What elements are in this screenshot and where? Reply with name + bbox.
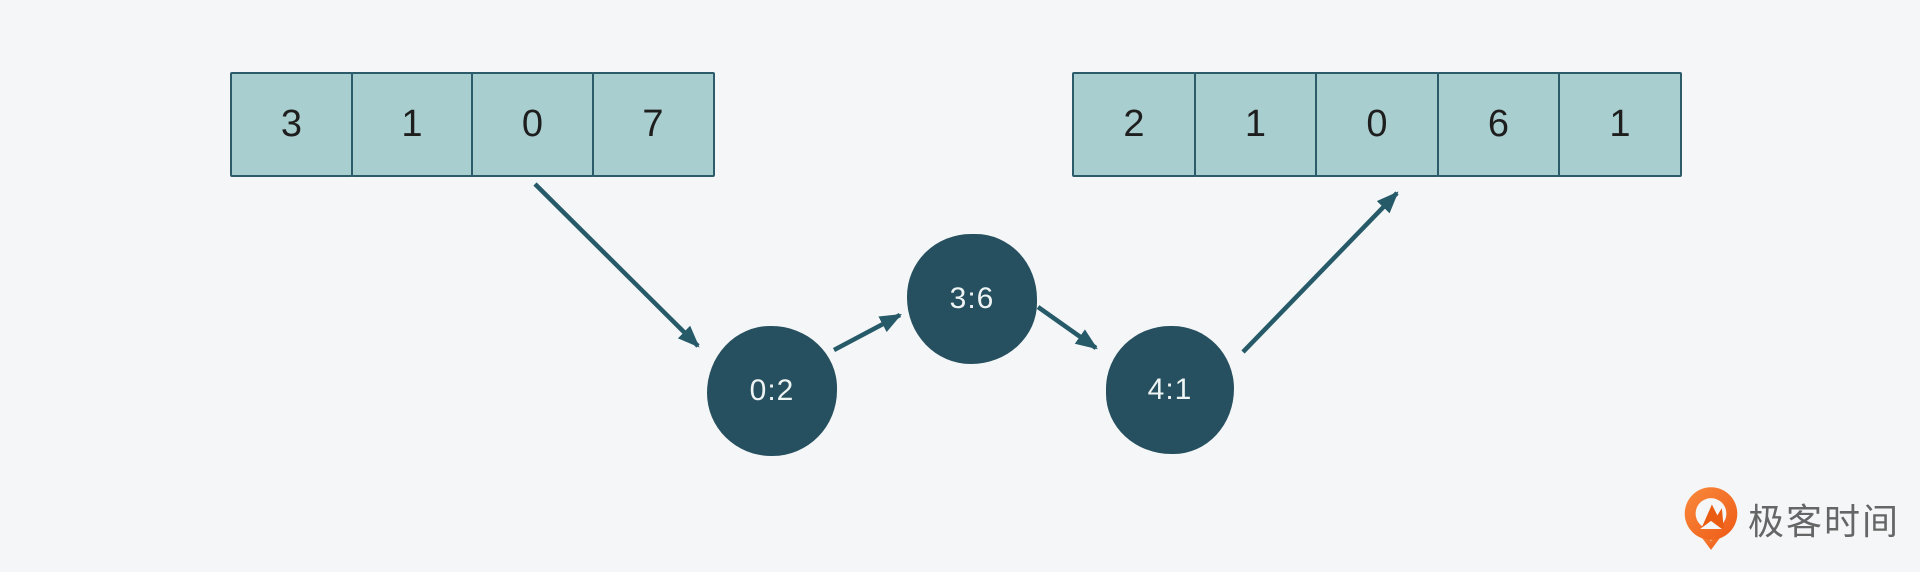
node-label: 4:1	[1147, 373, 1193, 406]
arrow-node2-to-node3	[1036, 305, 1098, 350]
node-3-6: 3:6	[907, 234, 1037, 364]
arrow-node1-to-node2	[832, 313, 902, 352]
left-array-cell-2: 0	[471, 72, 594, 177]
node-label: 0:2	[749, 374, 795, 407]
right-array-cell-0: 2	[1072, 72, 1196, 177]
arrow-left-array-to-node1	[533, 182, 700, 348]
right-array-cell-4: 1	[1558, 72, 1682, 177]
right-array-cell-2: 0	[1315, 72, 1439, 177]
geektime-logo: 极客时间	[1682, 486, 1900, 552]
left-array: 3 1 0 7	[230, 72, 715, 177]
geektime-pin-icon	[1684, 487, 1738, 550]
node-4-1: 4:1	[1106, 326, 1234, 454]
left-array-cell-3: 7	[591, 72, 715, 177]
node-0-2: 0:2	[707, 326, 837, 456]
geektime-logo-text: 极客时间	[1748, 501, 1901, 542]
arrow-node3-to-right-array	[1241, 191, 1399, 354]
right-array-cell-3: 6	[1436, 72, 1561, 177]
left-array-cell-0: 3	[230, 72, 353, 177]
right-array-cell-1: 1	[1193, 72, 1318, 177]
left-array-cell-1: 1	[350, 72, 474, 177]
node-label: 3:6	[949, 282, 995, 315]
right-array: 2 1 0 6 1	[1072, 72, 1682, 177]
